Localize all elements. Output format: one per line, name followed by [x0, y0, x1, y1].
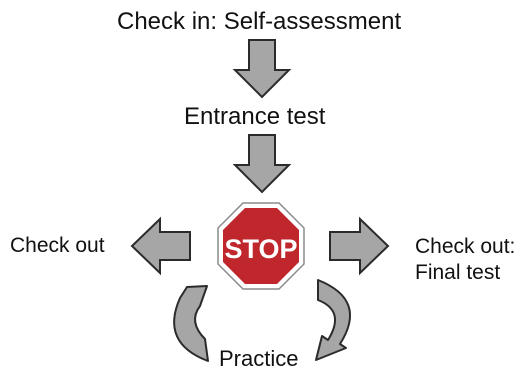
- final-test-label: Final test: [415, 261, 501, 284]
- cycle-arrow-left-icon: [173, 285, 209, 362]
- left-arrow-icon: [130, 216, 191, 276]
- stop-sign-icon: STOP: [217, 202, 305, 290]
- stop-sign-text: STOP: [224, 234, 297, 264]
- cycle-arrow-right-icon: [315, 279, 351, 361]
- right-arrow-icon: [329, 216, 390, 276]
- check-in-label: Check in: Self-assessment: [117, 8, 402, 35]
- down-arrow-icon: [232, 134, 292, 194]
- practice-label: Practice: [219, 346, 299, 371]
- down-arrow-icon: [232, 39, 292, 99]
- check-out-final-label: Check out:: [415, 235, 516, 258]
- check-out-label: Check out: [10, 234, 105, 257]
- entrance-test-label: Entrance test: [184, 103, 326, 130]
